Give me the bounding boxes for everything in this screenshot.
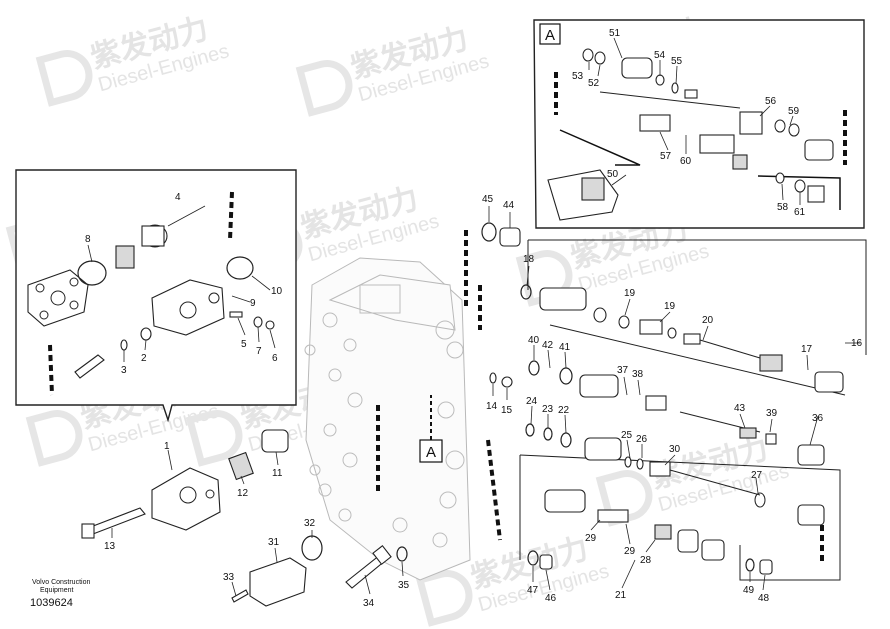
detail-box-a: A [533,19,865,229]
callout-54: 54 [654,50,666,61]
callout-31: 31 [268,537,280,548]
detail-box-left [15,169,297,423]
callout-16: 16 [851,338,863,349]
callout-13: 13 [104,541,116,552]
callout-1: 1 [164,441,170,452]
callout-42: 42 [542,340,554,351]
right-spools [376,222,867,581]
callout-40: 40 [528,335,540,346]
callout-59: 59 [788,106,800,117]
callout-29a: 29 [585,533,597,544]
callout-39: 39 [766,408,778,419]
callout-28: 28 [640,555,652,566]
callout-21: 21 [615,590,627,601]
callout-5: 5 [241,339,247,350]
callout-29b: 29 [624,546,636,557]
callout-24: 24 [526,396,538,407]
callout-56: 56 [765,96,777,107]
view-marker-a: A [419,395,443,463]
callout-20: 20 [702,315,714,326]
valve-block [304,257,471,581]
footer-brand-line2: Equipment [40,587,74,594]
callout-47: 47 [527,585,539,596]
callout-60: 60 [680,156,692,167]
callout-22: 22 [558,405,570,416]
callout-46: 46 [545,593,557,604]
leader-lines [87,37,860,597]
callout-14: 14 [486,401,498,412]
footer: Volvo Construction Equipment 1039624 [30,579,90,609]
callout-52: 52 [588,78,600,89]
left-parts [81,372,513,607]
callout-19a: 19 [624,288,636,299]
callout-10: 10 [271,286,283,297]
callout-36: 36 [812,413,824,424]
callout-50: 50 [607,169,619,180]
callout-6: 6 [272,353,278,364]
callout-57: 57 [660,151,672,162]
callout-26: 26 [636,434,648,445]
view-marker-label: A [426,444,436,461]
callout-17: 17 [801,344,813,355]
callout-45: 45 [482,194,494,205]
callout-53: 53 [572,71,584,82]
detail-box-a-label: A [545,27,555,44]
callout-44: 44 [503,200,515,211]
callout-4: 4 [175,192,181,203]
callout-41: 41 [559,342,571,353]
callout-51: 51 [609,28,621,39]
callout-2: 2 [141,353,147,364]
callout-30: 30 [669,444,681,455]
callout-33: 33 [223,572,235,583]
callouts: 4 8 9 10 5 7 6 2 3 1 11 12 13 32 31 33 3… [85,28,863,609]
callout-43: 43 [734,403,746,414]
callout-27: 27 [751,470,763,481]
callout-34: 34 [363,598,375,609]
callout-37: 37 [617,365,629,376]
callout-32: 32 [304,518,316,529]
callout-15: 15 [501,405,513,416]
callout-11: 11 [272,468,283,479]
callout-35: 35 [398,580,410,591]
callout-55: 55 [671,56,683,67]
callout-12: 12 [237,488,249,499]
callout-49: 49 [743,585,755,596]
callout-61: 61 [794,207,806,218]
callout-25: 25 [621,430,633,441]
callout-23: 23 [542,404,554,415]
callout-7: 7 [256,346,262,357]
callout-19b: 19 [664,301,676,312]
drawing-number: 1039624 [30,597,73,609]
callout-58: 58 [777,202,789,213]
callout-8: 8 [85,234,91,245]
footer-brand-line1: Volvo Construction [32,579,90,586]
callout-48: 48 [758,593,770,604]
watermark: 紫发动力 Diesel-Engines [35,11,231,107]
callout-9: 9 [250,298,256,309]
callout-3: 3 [121,365,127,376]
callout-38: 38 [632,369,644,380]
callout-18: 18 [523,254,535,265]
watermark: 紫发动力 Diesel-Engines [295,21,491,117]
